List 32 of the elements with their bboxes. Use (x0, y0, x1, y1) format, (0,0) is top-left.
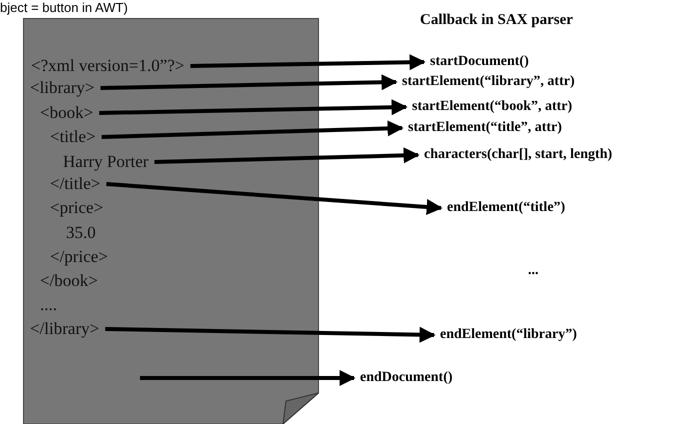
callback-text: endDocument() (360, 369, 453, 387)
top-caption: bject = button in AWT) (0, 0, 128, 15)
arrow (105, 326, 436, 343)
xml-line: </price> (50, 247, 108, 267)
ellipsis: ... (528, 262, 538, 280)
arrow (190, 54, 426, 70)
callback-text: endElement(“library”) (440, 326, 577, 344)
xml-line: .... (40, 295, 57, 315)
xml-line: <?xml version=1.0”?> (31, 56, 184, 76)
arrow (99, 99, 408, 116)
arrow (106, 182, 443, 215)
arrow (140, 370, 356, 386)
callback-text: startElement(“title”, attr) (408, 119, 562, 137)
xml-line: </library> (30, 319, 100, 339)
callback-text: endElement(“title”) (447, 199, 566, 217)
callback-text: characters(char[], start, length) (424, 146, 612, 164)
callback-text: startElement(“library”, attr) (402, 73, 575, 91)
arrow (154, 147, 420, 164)
xml-line: </book> (40, 271, 98, 291)
xml-line: </title> (50, 174, 100, 194)
xml-line: <title> (50, 127, 96, 147)
xml-line: 35.0 (66, 223, 96, 243)
xml-line: <library> (30, 78, 94, 98)
xml-line: <price> (50, 198, 104, 218)
callback-text: startElement(“book”, attr) (412, 98, 572, 116)
xml-line: Harry Porter (63, 152, 148, 172)
arrow (100, 74, 398, 90)
document-page (23, 18, 319, 424)
heading: Callback in SAX parser (420, 12, 573, 29)
arrow (102, 120, 404, 139)
xml-line: <book> (40, 103, 94, 123)
callback-text: startDocument() (430, 53, 529, 71)
